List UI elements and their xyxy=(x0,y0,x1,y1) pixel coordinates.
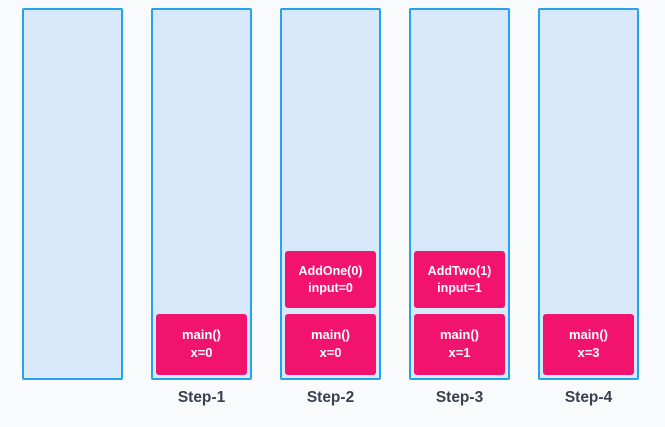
stack-column-4: main() x=3 Step-4 xyxy=(538,8,639,409)
stack-column-2: AddOne(0) input=0 main() x=0 Step-2 xyxy=(280,8,381,409)
frame-function-name: AddOne(0) xyxy=(298,263,363,278)
stack-area-1: main() x=0 xyxy=(151,8,252,380)
columns-row: main() x=0 Step-1 AddOne(0) input=0 main… xyxy=(22,8,665,409)
frame-function-name: main() xyxy=(182,327,221,343)
stack-frame-main: main() x=0 xyxy=(285,314,376,375)
frame-function-name: main() xyxy=(311,327,350,343)
frame-variable-value: x=0 xyxy=(190,345,213,360)
step-label-1: Step-1 xyxy=(177,389,226,406)
stack-frame-main: main() x=1 xyxy=(414,314,505,375)
stack-area-0 xyxy=(22,8,123,380)
step-label-0 xyxy=(22,389,123,409)
stack-area-3: AddTwo(1) input=1 main() x=1 xyxy=(409,8,510,380)
stack-frame-main: main() x=3 xyxy=(543,314,634,375)
frame-variable-value: input=1 xyxy=(437,281,482,295)
stack-area-2: AddOne(0) input=0 main() x=0 xyxy=(280,8,381,380)
frame-variable-value: x=1 xyxy=(448,345,471,360)
stack-column-1: main() x=0 Step-1 xyxy=(151,8,252,409)
frame-function-name: main() xyxy=(440,327,479,343)
step-label-2: Step-2 xyxy=(306,389,355,406)
stack-frame-addtwo: AddTwo(1) input=1 xyxy=(414,251,505,308)
frame-variable-value: input=0 xyxy=(308,281,353,295)
stack-column-0 xyxy=(22,8,123,409)
frame-variable-value: x=0 xyxy=(319,345,342,360)
stack-column-3: AddTwo(1) input=1 main() x=1 Step-3 xyxy=(409,8,510,409)
frame-function-name: main() xyxy=(569,327,608,343)
stack-frame-addone: AddOne(0) input=0 xyxy=(285,251,376,308)
stack-frame-main: main() x=0 xyxy=(156,314,247,375)
frame-variable-value: x=3 xyxy=(577,345,600,360)
frame-function-name: AddTwo(1) xyxy=(427,263,492,278)
step-label-3: Step-3 xyxy=(435,389,484,406)
step-label-4: Step-4 xyxy=(564,389,613,406)
stack-area-4: main() x=3 xyxy=(538,8,639,380)
